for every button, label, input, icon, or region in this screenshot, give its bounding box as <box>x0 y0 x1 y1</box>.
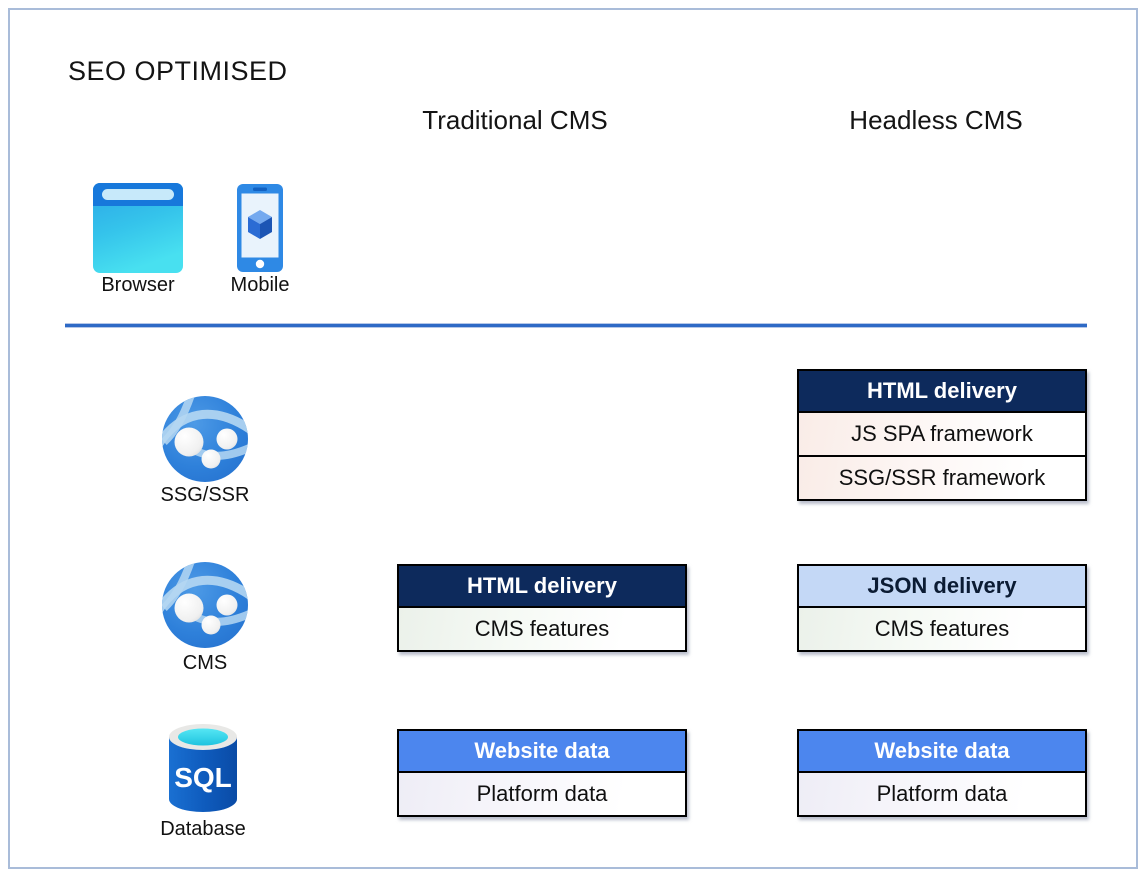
divider-line <box>65 324 1087 327</box>
stack-row: Platform data <box>397 771 687 817</box>
browser-label: Browser <box>101 274 175 296</box>
stack-row: Platform data <box>797 771 1087 817</box>
stack-header: HTML delivery <box>797 369 1087 413</box>
stack-header: JSON delivery <box>797 564 1087 608</box>
browser-icon <box>93 183 183 273</box>
diagram-title: SEO OPTIMISED <box>68 56 288 86</box>
stack-row: CMS features <box>397 606 687 652</box>
stack-headless-html-delivery: HTML delivery JS SPA framework SSG/SSR f… <box>797 369 1087 501</box>
stack-row: CMS features <box>797 606 1087 652</box>
sql-database-icon: SQL <box>169 724 237 812</box>
stack-row: SSG/SSR framework <box>797 455 1087 501</box>
stack-header: Website data <box>397 729 687 773</box>
stack-traditional-website-data: Website data Platform data <box>397 729 687 817</box>
mobile-icon <box>237 184 283 272</box>
column-header-headless: Headless CMS <box>849 105 1023 135</box>
database-label: Database <box>160 818 246 840</box>
stack-headless-json-delivery: JSON delivery CMS features <box>797 564 1087 652</box>
mobile-label: Mobile <box>230 274 290 296</box>
stack-row: JS SPA framework <box>797 411 1087 457</box>
cms-label: CMS <box>182 652 228 674</box>
column-header-traditional: Traditional CMS <box>422 105 608 135</box>
ssg-ssr-globe-icon <box>162 396 248 482</box>
stack-header: Website data <box>797 729 1087 773</box>
sql-icon-label: SQL <box>174 762 232 793</box>
stack-traditional-html-delivery: HTML delivery CMS features <box>397 564 687 652</box>
ssg-ssr-label: SSG/SSR <box>160 484 250 506</box>
cms-globe-icon <box>162 562 248 648</box>
stack-headless-website-data: Website data Platform data <box>797 729 1087 817</box>
stack-header: HTML delivery <box>397 564 687 608</box>
